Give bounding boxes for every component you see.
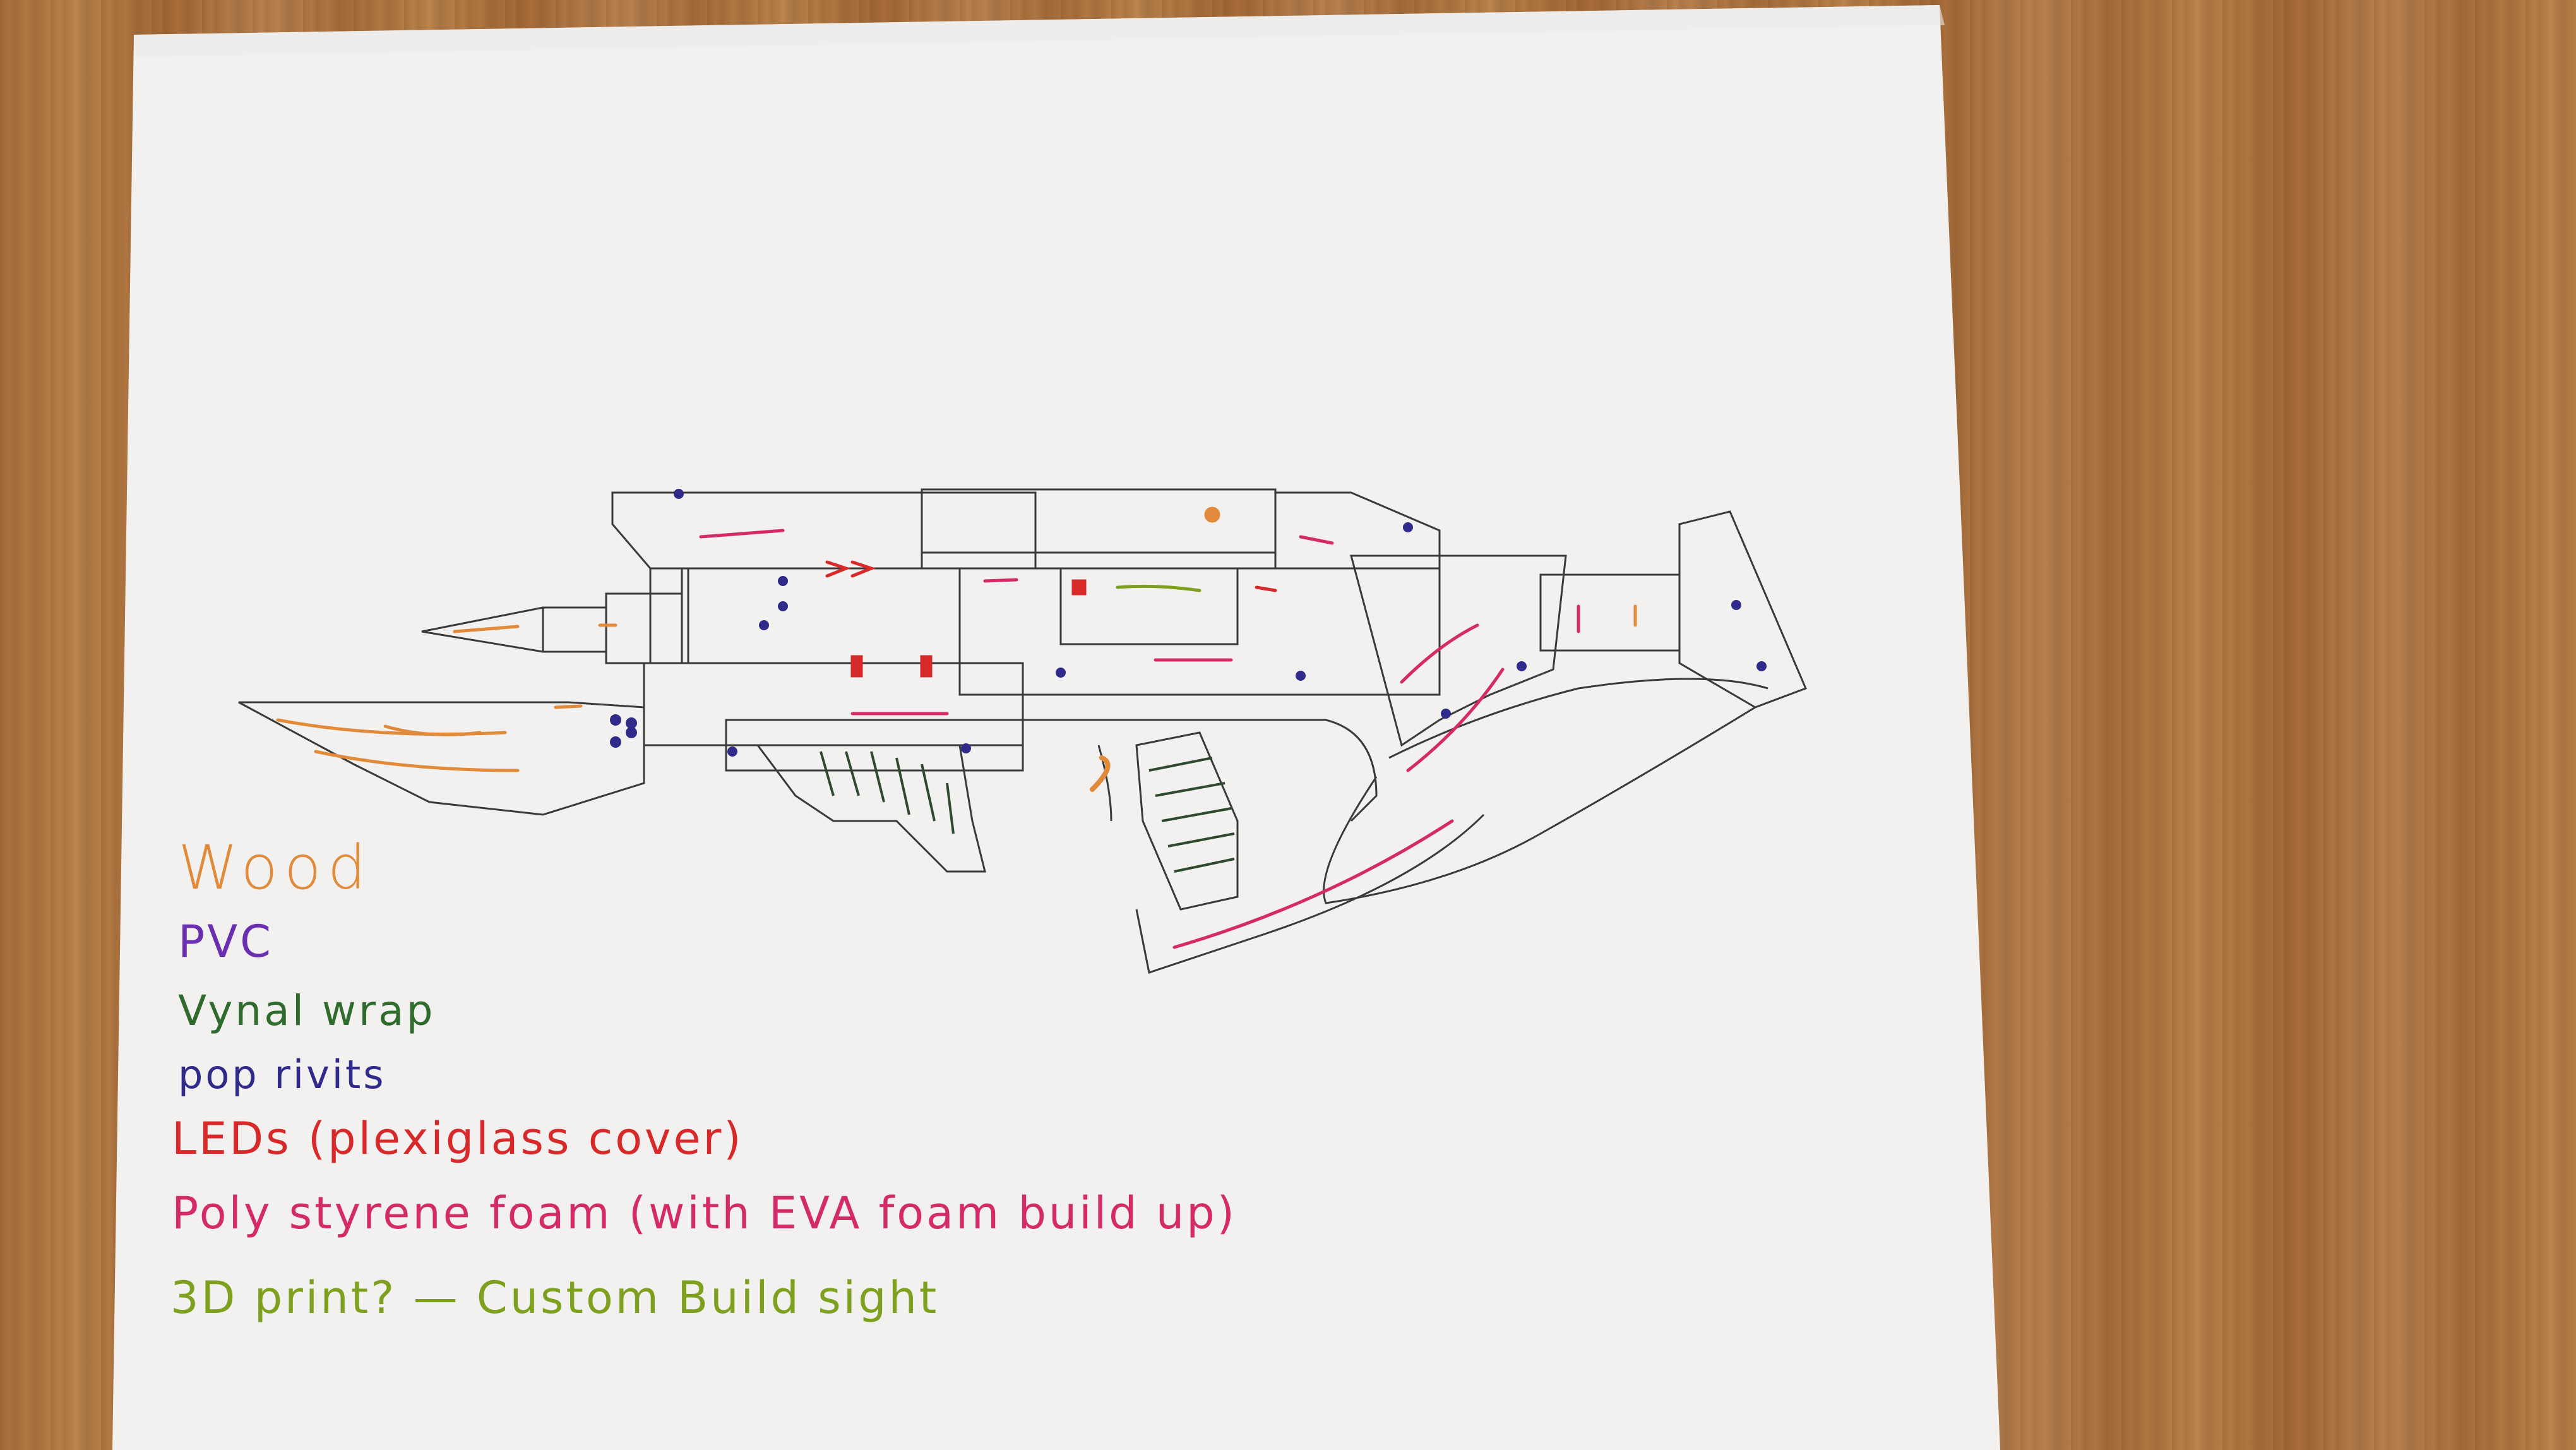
legend-3d-print: 3D print? — Custom Build sight	[170, 1272, 939, 1324]
legend-pvc: PVC	[178, 916, 273, 968]
rivet-dots	[610, 489, 1767, 757]
legend-vinyl-wrap: Vynal wrap	[178, 986, 436, 1035]
legend-leds: LEDs (plexiglass cover)	[172, 1113, 744, 1165]
material-marks	[276, 506, 1637, 949]
legend-wood: Wood	[178, 832, 373, 903]
vinyl-wrap-marks	[820, 751, 1235, 873]
paper-surface	[112, 5, 2000, 1450]
weapon-sketch	[238, 488, 1807, 974]
legend-polystyrene-foam: Poly styrene foam (with EVA foam build u…	[172, 1187, 1237, 1239]
legend-pop-rivets: pop rivits	[178, 1052, 386, 1098]
